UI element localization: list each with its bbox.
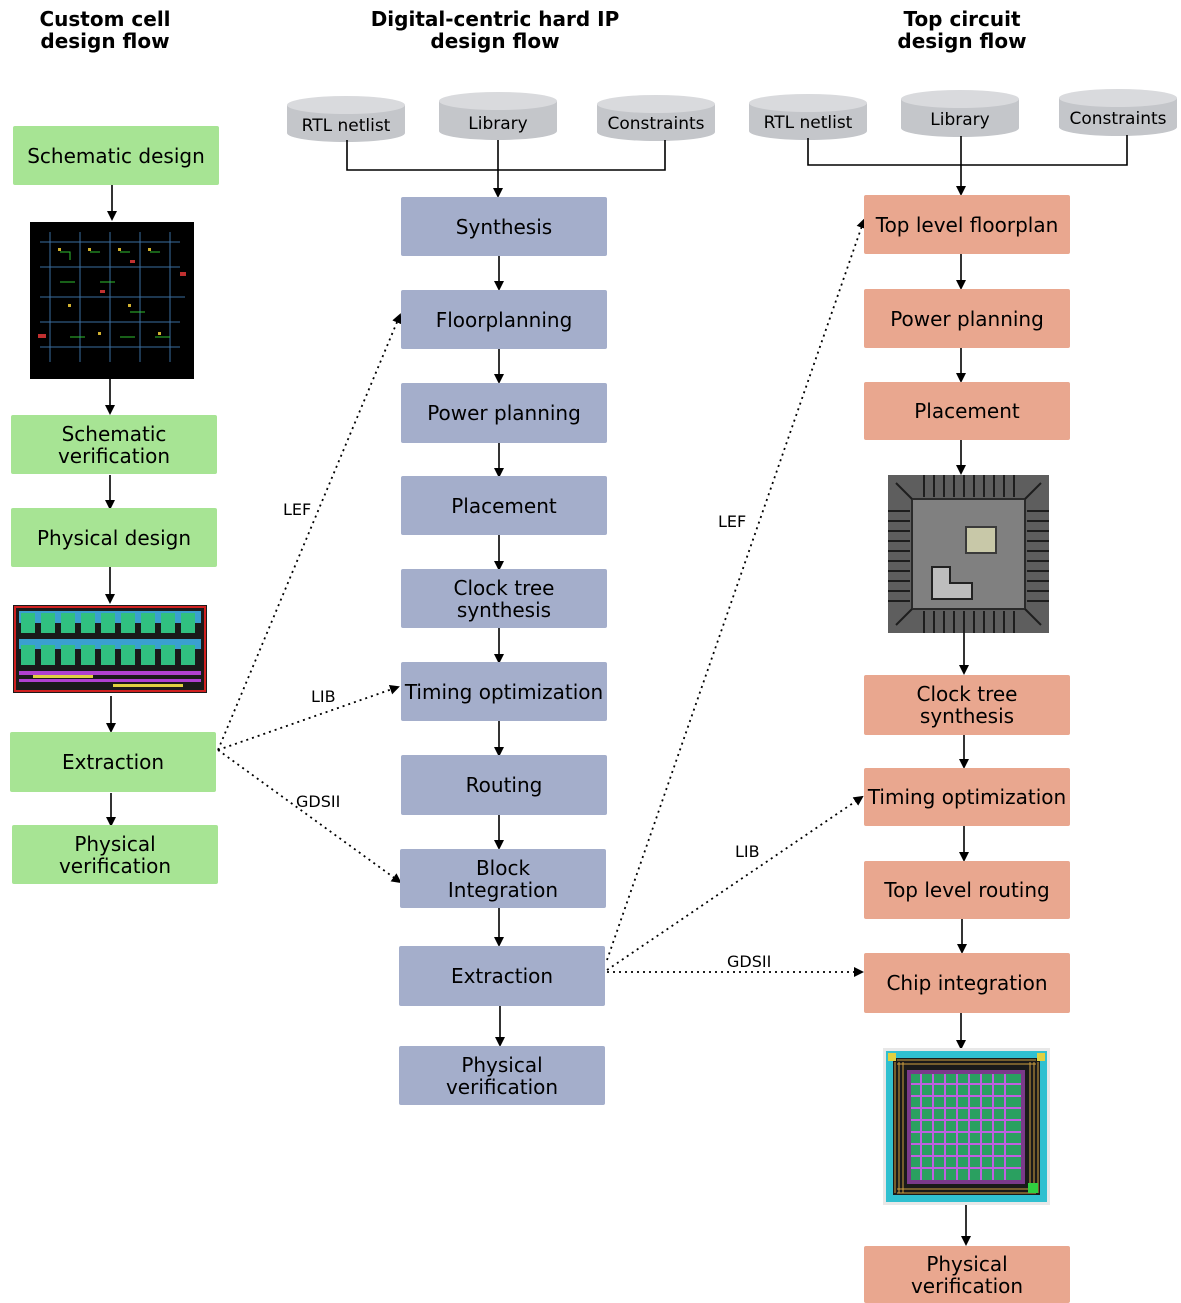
- db-label-top-library: Library: [930, 110, 990, 130]
- db-cylinder-top-rtl: [749, 94, 867, 140]
- digital-step-synthesis: Synthesis: [401, 197, 607, 256]
- db-label-digital-constraints: Constraints: [607, 114, 705, 134]
- top-step-clock-tree-synthesis: Clock tree synthesis: [864, 675, 1070, 735]
- top-step-top-level-routing: Top level routing: [864, 861, 1070, 919]
- edge-label-lef-2: LEF: [718, 512, 747, 531]
- floorplan-image: [888, 475, 1049, 633]
- digital-step-clock-tree-synthesis: Clock tree synthesis: [401, 569, 607, 628]
- digital-step-placement: Placement: [401, 476, 607, 535]
- top-step-top-level-floorplan: Top level floorplan: [864, 195, 1070, 254]
- layout-image: [13, 605, 207, 693]
- db-cylinder-digital-constraints: [597, 95, 715, 141]
- custom-step-physical-verification: Physical verification: [12, 825, 218, 884]
- edge-label-lib-2: LIB: [735, 842, 760, 861]
- digital-flow-title: Digital-centric hard IP design flow: [370, 7, 620, 53]
- top-step-power-planning: Power planning: [864, 289, 1070, 348]
- custom-step-schematic-verification: Schematic verification: [11, 415, 217, 474]
- schematic-image: [30, 222, 194, 379]
- digital-step-extraction: Extraction: [399, 946, 605, 1006]
- db-cylinder-digital-library: [439, 92, 557, 140]
- top-step-timing-optimization: Timing optimization: [864, 768, 1070, 826]
- custom-step-physical-design: Physical design: [11, 508, 217, 567]
- custom-flow-title: Custom cell design flow: [39, 7, 171, 53]
- digital-step-timing-optimization: Timing optimization: [401, 662, 607, 721]
- db-cylinder-top-constraints: [1059, 89, 1177, 136]
- edge-label-gdsii-1: GDSII: [296, 792, 341, 811]
- db-label-top-rtl: RTL netlist: [763, 113, 853, 133]
- digital-step-block-integration: Block Integration: [400, 849, 606, 908]
- db-cylinder-digital-rtl: [287, 96, 405, 142]
- digital-step-physical-verification: Physical verification: [399, 1046, 605, 1105]
- top-step-chip-integration: Chip integration: [864, 953, 1070, 1013]
- edge-label-lib-1: LIB: [311, 687, 336, 706]
- top-step-placement: Placement: [864, 382, 1070, 440]
- custom-step-schematic-design: Schematic design: [13, 126, 219, 185]
- custom-step-extraction: Extraction: [10, 732, 216, 792]
- db-label-digital-library: Library: [468, 114, 528, 134]
- db-cylinder-top-library: [901, 90, 1019, 137]
- db-label-digital-rtl: RTL netlist: [301, 116, 391, 136]
- top-step-physical-verification: Physical verification: [864, 1246, 1070, 1303]
- edge-label-lef-1: LEF: [283, 500, 312, 519]
- digital-step-routing: Routing: [401, 755, 607, 815]
- digital-step-floorplanning: Floorplanning: [401, 290, 607, 349]
- chip-image: [883, 1048, 1050, 1205]
- top-flow-title: Top circuit design flow: [897, 7, 1027, 53]
- db-label-top-constraints: Constraints: [1069, 109, 1167, 129]
- digital-step-power-planning: Power planning: [401, 383, 607, 443]
- edge-label-gdsii-2: GDSII: [727, 952, 772, 971]
